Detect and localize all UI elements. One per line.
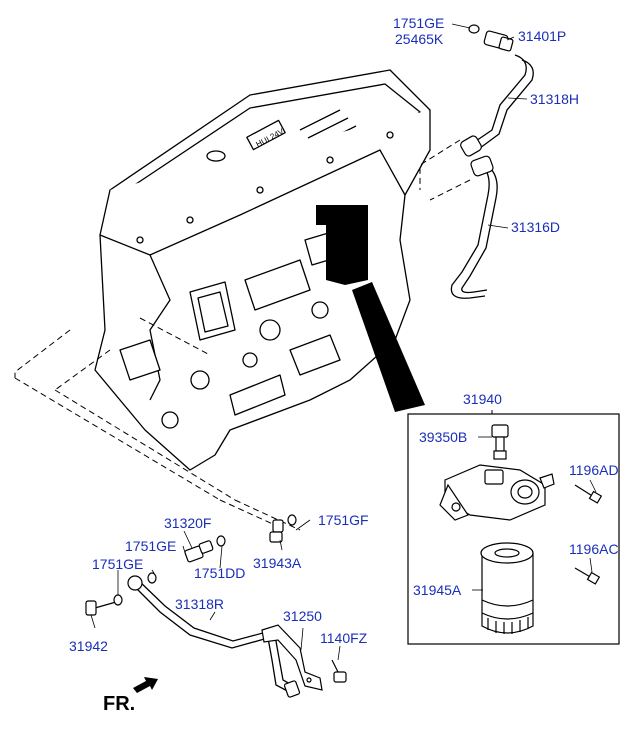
label-1751GF: 1751GF <box>318 512 369 528</box>
label-1196AC: 1196AC <box>569 541 619 557</box>
oring-1751GF <box>287 514 297 526</box>
label-1751GE-mid: 1751GE <box>125 538 176 554</box>
label-31250: 31250 <box>283 608 322 624</box>
label-1751DD: 1751DD <box>194 565 245 581</box>
connector-top <box>460 135 482 157</box>
leader-lines <box>90 23 597 661</box>
bolt-1196AD <box>574 484 603 504</box>
front-direction-marker: FR. <box>103 677 158 715</box>
hose-end-31316D <box>470 155 494 177</box>
banjo-31318R <box>127 575 143 591</box>
label-31401P: 31401P <box>518 28 566 44</box>
filter-head <box>439 464 555 521</box>
dashed-leaders <box>14 139 471 531</box>
hose-31316D <box>450 164 498 299</box>
front-label: FR. <box>103 693 135 715</box>
oring-1751GE-top <box>468 24 480 34</box>
bolt-1140FZ <box>331 659 347 683</box>
label-25465K: 25465K <box>395 31 444 47</box>
pipe-31318R <box>132 579 298 696</box>
label-1751GE-left: 1751GE <box>92 556 143 572</box>
label-31318R: 31318R <box>175 596 224 612</box>
sensor-39350B <box>491 424 509 460</box>
label-31318H: 31318H <box>530 91 579 107</box>
label-1140FZ: 1140FZ <box>320 630 368 646</box>
label-31945A: 31945A <box>413 582 462 598</box>
bolt-1196AC <box>574 567 601 585</box>
label-1751GE-top: 1751GE <box>393 15 444 31</box>
label-1196AD: 1196AD <box>569 462 619 478</box>
engine-block: HUI 24V <box>94 69 431 471</box>
assembly-box-31940 <box>407 413 620 645</box>
label-31320F: 31320F <box>164 515 211 531</box>
label-31316D: 31316D <box>511 219 560 235</box>
bolt-31942 <box>85 600 117 616</box>
fitting-31943A <box>269 519 284 543</box>
location-arrow <box>316 205 425 412</box>
fitting-31401P <box>483 30 514 52</box>
hose-31318H <box>469 54 534 152</box>
oil-filter-31945A <box>480 542 534 634</box>
label-39350B: 39350B <box>419 429 467 445</box>
bracket-31250 <box>261 624 323 691</box>
oring-1751DD <box>216 535 226 547</box>
fitting-31320F <box>184 540 214 563</box>
label-31943A: 31943A <box>253 555 302 571</box>
part-labels: 1751GE 25465K 31401P 31318H 31316D 31940… <box>69 15 619 654</box>
front-arrow-icon <box>133 677 158 693</box>
label-31940: 31940 <box>463 391 502 407</box>
oring-1751GE-mid <box>147 572 157 584</box>
oring-1751GE-left <box>113 594 123 606</box>
label-31942: 31942 <box>69 638 108 654</box>
